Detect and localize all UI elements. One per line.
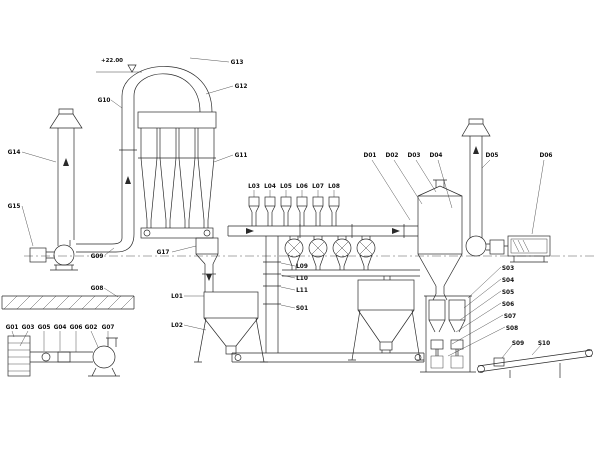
bottom-screw-conveyor <box>231 352 425 363</box>
label-l10: L10 <box>296 276 308 282</box>
label-g04: G04 <box>54 325 67 331</box>
cyclone-battery <box>137 111 217 239</box>
equipment-labels: G14 G15 G10 G13 G12 G11 G17 G09 G08 G01 … <box>6 60 553 347</box>
label-l02: L02 <box>171 323 183 329</box>
label-s06: S06 <box>502 302 514 308</box>
discharge-column <box>263 236 281 353</box>
bag-filter-right <box>417 179 463 301</box>
label-g10: G10 <box>98 98 111 104</box>
feeder-unit <box>328 196 340 226</box>
label-s03: S03 <box>502 266 514 272</box>
label-l06: L06 <box>296 184 308 190</box>
label-s05: S05 <box>502 290 514 296</box>
main-duct <box>227 224 418 238</box>
feeder-unit <box>264 196 276 226</box>
label-g01: G01 <box>6 325 19 331</box>
label-l04: L04 <box>264 184 276 190</box>
label-d01: D01 <box>364 153 377 159</box>
fan-right <box>465 232 508 257</box>
feed-equipment-left <box>7 335 120 377</box>
label-d06: D06 <box>540 153 553 159</box>
label-g15: G15 <box>8 204 21 210</box>
belt-conveyor-right <box>477 349 593 378</box>
label-g13: G13 <box>231 60 244 66</box>
exhaust-stack-right <box>461 118 491 232</box>
label-g03: G03 <box>22 325 35 331</box>
feed-conveyor-left <box>1 295 135 310</box>
label-l11: L11 <box>296 288 308 294</box>
label-l03: L03 <box>248 184 260 190</box>
label-d03: D03 <box>408 153 421 159</box>
separator-wheels <box>282 236 420 280</box>
separator-wheel <box>308 236 328 270</box>
label-d02: D02 <box>386 153 399 159</box>
separator-wheel <box>332 236 352 270</box>
label-g06: G06 <box>70 325 83 331</box>
label-l01: L01 <box>171 294 183 300</box>
leader-lines <box>11 57 545 359</box>
duct-feeder-units <box>248 196 340 226</box>
separator-wheel <box>356 236 376 270</box>
label-g07: G07 <box>102 325 115 331</box>
riser-duct <box>76 96 137 253</box>
label-s01: S01 <box>296 306 308 312</box>
label-d05: D05 <box>486 153 499 159</box>
label-g08: G08 <box>91 286 104 292</box>
silencer-box <box>507 235 551 263</box>
label-g09: G09 <box>91 254 104 260</box>
separator-wheel <box>284 236 304 270</box>
feeder-unit <box>280 196 292 226</box>
product-hopper-center <box>348 279 424 361</box>
label-d04: D04 <box>430 153 443 159</box>
label-g12: G12 <box>235 84 248 90</box>
label-s10: S10 <box>538 341 550 347</box>
label-l05: L05 <box>280 184 292 190</box>
label-s09: S09 <box>512 341 524 347</box>
product-hopper-left <box>194 291 268 363</box>
feeder-unit <box>296 196 308 226</box>
label-g17: G17 <box>157 250 170 256</box>
label-l08: L08 <box>328 184 340 190</box>
label-s08: S08 <box>506 326 518 332</box>
label-g05: G05 <box>38 325 51 331</box>
exhaust-stack-left <box>49 108 83 240</box>
label-g14: G14 <box>8 150 21 156</box>
label-s04: S04 <box>502 278 514 284</box>
elevation-marker: +22.00 <box>96 58 142 73</box>
label-l07: L07 <box>312 184 324 190</box>
feeder-unit <box>248 196 260 226</box>
packing-station <box>420 295 476 373</box>
overhead-arc-duct <box>121 66 213 113</box>
label-g02: G02 <box>85 325 98 331</box>
label-g11: G11 <box>235 153 248 159</box>
feeder-unit <box>312 196 324 226</box>
collector-tank <box>195 237 219 292</box>
elevation-value: +22.00 <box>101 58 123 64</box>
label-s07: S07 <box>504 314 516 320</box>
blower-left <box>29 240 78 271</box>
label-l09: L09 <box>296 264 308 270</box>
